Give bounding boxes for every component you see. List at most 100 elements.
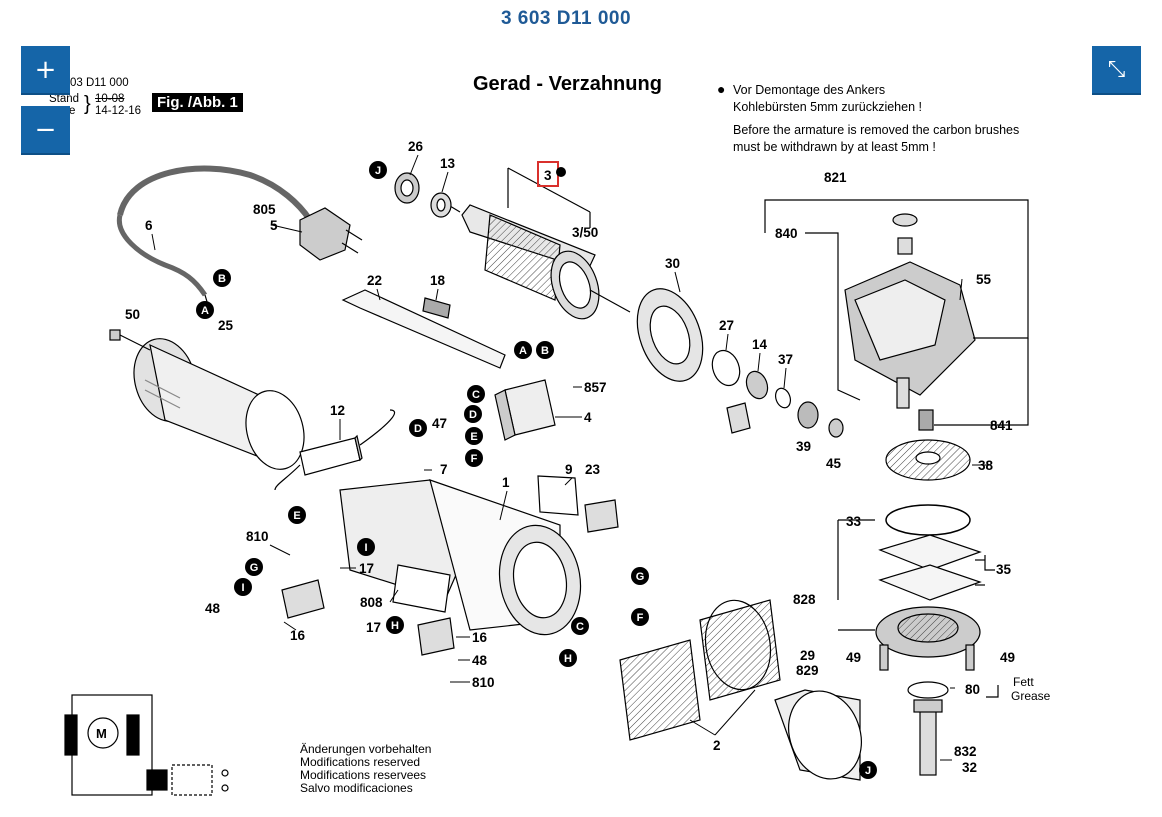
connector-G-coil: G [631, 567, 649, 585]
gear-head-housing [844, 261, 976, 396]
connector-H-mid: H [386, 616, 404, 634]
connector-D-cap: D [409, 419, 427, 437]
connector-D-cap-label: D [414, 423, 422, 435]
label-2: 2 [713, 738, 721, 753]
label-13: 13 [440, 156, 456, 171]
bearing-26 [394, 172, 420, 204]
doc-number: 03 D11 000 [70, 77, 129, 89]
label-3: 3 [544, 168, 552, 183]
label-22: 22 [367, 273, 382, 288]
fit-to-screen-button[interactable]: ⤡ [1092, 46, 1141, 95]
connector-B-cable: B [213, 269, 231, 287]
connector-D-switch: D [464, 405, 482, 423]
connector-C-switch-label: C [472, 389, 480, 401]
label-808: 808 [360, 595, 383, 610]
label-12: 12 [330, 403, 345, 418]
label-841: 841 [990, 418, 1013, 433]
bevel-gear-38 [885, 439, 971, 481]
mod-line-en: Modifications reserved [300, 755, 421, 769]
connector-I-left-label: I [241, 582, 244, 594]
main-housing [339, 479, 582, 636]
collapse-arrows-icon: ⤡ [1107, 56, 1126, 82]
part-23 [584, 499, 619, 533]
connector-H-coil-label: H [564, 653, 572, 665]
label-50: 50 [125, 307, 140, 322]
connector-G-left-label: G [250, 562, 259, 574]
label-35: 35 [996, 562, 1012, 577]
zoom-in-button[interactable]: + [21, 46, 70, 95]
label-30: 30 [665, 256, 680, 271]
note-de-line2: Kohlebürsten 5mm zurückziehen ! [733, 100, 922, 114]
note-de-line1: Vor Demontage des Ankers [733, 83, 886, 97]
label-23: 23 [585, 462, 601, 477]
bearing-13 [430, 192, 452, 218]
label-9: 9 [565, 462, 573, 477]
fett-label: Fett [1013, 675, 1034, 689]
label-32: 32 [962, 760, 977, 775]
leader-lines [151, 154, 990, 761]
nut-45 [828, 418, 844, 438]
label-828: 828 [793, 592, 816, 607]
connector-I-top-label: I [364, 542, 367, 554]
label-3-50: 3/50 [572, 225, 598, 240]
flange-29 [774, 689, 862, 781]
label-39: 39 [796, 439, 811, 454]
connector-J-top: J [369, 161, 387, 179]
fan-30 [636, 288, 704, 382]
motor-symbol-label: M [96, 726, 107, 741]
label-6: 6 [145, 218, 153, 233]
brace: } [84, 93, 91, 115]
connector-J-flange-label: J [865, 765, 871, 777]
washer-37 [774, 387, 792, 409]
note-en-line2: must be withdrawn by at least 5mm ! [733, 140, 936, 154]
label-25: 25 [218, 318, 234, 333]
connector-A-cable: A [196, 301, 214, 319]
label-55: 55 [976, 272, 992, 287]
page-title: 3 603 D11 000 [500, 8, 632, 29]
power-cable [116, 165, 313, 306]
label-16-b: 16 [472, 630, 488, 645]
label-37: 37 [778, 352, 793, 367]
label-829: 829 [796, 663, 819, 678]
label-17-a: 17 [359, 561, 374, 576]
connector-A-cable-label: A [201, 305, 209, 317]
note-en-line1: Before the armature is removed the carbo… [733, 123, 1020, 137]
switch-16a [281, 579, 325, 619]
part-number-labels: 26 13 3 3/50 805 5 6 22 18 30 27 14 37 3… [125, 139, 1015, 775]
sleeve-841 [918, 409, 934, 431]
label-27: 27 [719, 318, 734, 333]
brackets-right [764, 199, 1029, 631]
plus-icon: + [34, 54, 57, 85]
date-old: 10-08 [95, 93, 125, 105]
connector-I-top: I [357, 538, 375, 556]
connector-E-switch: E [465, 427, 483, 445]
minus-icon: − [34, 114, 57, 145]
plug [299, 207, 363, 261]
label-810-a: 810 [246, 529, 269, 544]
field-coil [619, 599, 781, 741]
label-18: 18 [430, 273, 446, 288]
wiring-schematic [64, 694, 229, 796]
label-49-b: 49 [1000, 650, 1015, 665]
label-47: 47 [432, 416, 447, 431]
label-857: 857 [584, 380, 607, 395]
spring-18 [422, 297, 451, 319]
connector-G-coil-label: G [636, 571, 645, 583]
label-840: 840 [775, 226, 798, 241]
date-prefix: e [69, 105, 76, 117]
note-bullet: ● [717, 81, 726, 97]
zoom-out-button[interactable]: − [21, 106, 70, 155]
capacitor-12 [274, 409, 396, 491]
stand-label: Stand [49, 93, 80, 105]
ring-27 [711, 349, 741, 387]
connector-F-coil: F [631, 608, 649, 626]
modifications-notice: Änderungen vorbehalten Modifications res… [300, 743, 431, 795]
washer-80 [907, 681, 949, 699]
label-16-a: 16 [290, 628, 306, 643]
grease-label: Grease [1011, 689, 1051, 703]
o-ring-33 [885, 504, 971, 536]
connector-F-switch-label: F [471, 453, 478, 465]
label-48-b: 48 [472, 653, 488, 668]
label-49-a: 49 [846, 650, 861, 665]
part-9 [537, 475, 579, 516]
